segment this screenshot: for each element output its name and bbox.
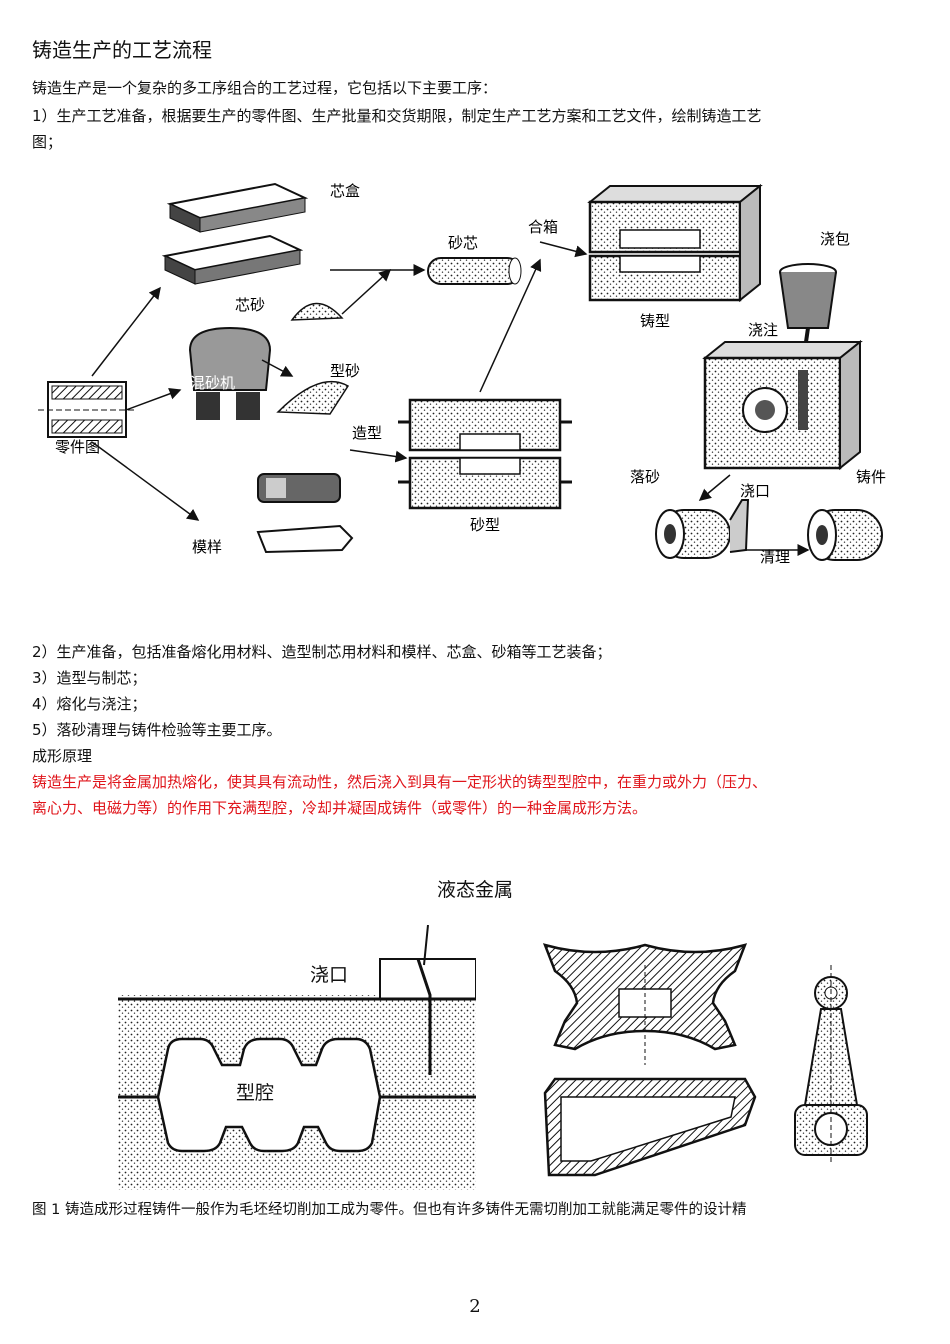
step-5: 5）落砂清理与铸件检验等主要工序。 [32,721,282,739]
label-mixer: 混砂机 [190,374,235,392]
label-gate: 浇口 [740,482,770,500]
step-2: 2）生产准备，包括准备熔化用材料、造型制芯用材料和模样、芯盒、砂箱等工艺装备； [32,643,612,661]
step-3: 3）造型与制芯； [32,669,147,687]
principle-text-line-2: 离心力、电磁力等）的作用下充满型腔，冷却并凝固成铸件（或零件）的一种金属成形方法… [32,799,648,817]
principle-heading: 成形原理 [32,747,93,765]
label-part-drawing: 零件图 [55,438,100,456]
label-shakeout: 落砂 [630,468,660,486]
pattern-figure [256,473,354,554]
intro-paragraph: 铸造生产是一个复杂的多工序组合的工艺过程，它包括以下主要工序： [32,79,498,97]
label-casting: 铸件 [856,468,886,486]
page-number: 2 [469,1296,481,1317]
section-title-liquid-metal: 液态金属 [436,879,513,901]
figure-caption: 图 1 铸造成形过程铸件一般作为毛坯经切削加工成为零件。但也有许多铸件无需切削加… [32,1202,747,1218]
sand-mixer-figure [188,326,272,420]
label-ladle: 浇包 [820,230,850,248]
label-close-box: 合箱 [528,218,558,236]
closed-mold-figure [587,183,763,303]
principle-text-line-1: 铸造生产是将金属加热熔化，使其具有流动性，然后浇入到具有一定形状的铸型型腔中，在… [32,773,768,791]
sand-mold-figure [398,398,572,510]
label-molding: 造型 [352,424,382,442]
part-drawing-figure [38,381,136,438]
sand-core-figure [427,257,522,285]
step-4: 4）熔化与浇注； [32,695,147,713]
label-molding-sand: 型砂 [330,362,360,380]
core-sand-pile [290,302,344,321]
label-mold-cast: 铸型 [640,312,670,330]
page-title: 铸造生产的工艺流程 [32,38,212,62]
label-sand-core: 砂芯 [448,234,478,252]
step-1: 1）生产工艺准备，根据要生产的零件图、生产批量和交货期限，制定生产工艺方案和工艺… [32,107,762,125]
label-core-sand: 芯砂 [235,296,265,314]
label-pattern: 模样 [192,538,222,556]
molding-sand-pile [276,380,350,415]
pouring-mold-figure [702,339,863,471]
label-gate-2: 浇口 [310,964,349,986]
label-core-box: 芯盒 [330,182,360,200]
step-1-continued: 图； [32,133,63,151]
label-pouring: 浇注 [748,321,778,339]
label-cleaning: 清理 [760,548,790,566]
mold-cavity-diagram [118,925,476,1190]
casting-process-diagram: 零件图 芯盒 芯砂 砂芯 混砂机 型砂 模样 [38,182,886,566]
flow-arrows [91,241,810,556]
shakeout-casting-figure [655,499,750,559]
label-sand-mold: 砂型 [470,516,500,534]
finished-casting-figure [807,509,883,561]
core-box-figure [161,182,309,285]
label-cavity: 型腔 [236,1082,275,1104]
cast-parts-examples [542,943,868,1177]
